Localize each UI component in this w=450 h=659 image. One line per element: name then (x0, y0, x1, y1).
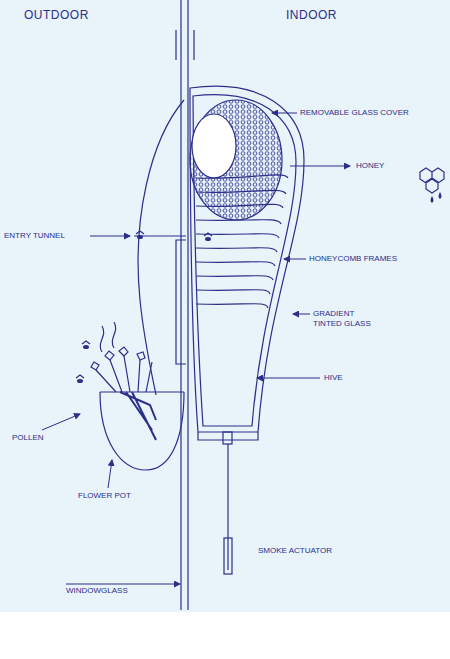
part-label: HIVE (324, 373, 343, 383)
part-label: REMOVABLE GLASS COVER (300, 108, 409, 118)
background (0, 0, 450, 612)
part-label: WINDOWGLASS (66, 586, 128, 596)
part-label: POLLEN (12, 433, 44, 443)
part-label: FLOWER POT (78, 491, 131, 501)
region-label: OUTDOOR (24, 8, 89, 23)
part-label: HONEY (356, 161, 384, 171)
region-label: INDOOR (286, 8, 337, 23)
part-label: HONEYCOMB FRAMES (309, 254, 397, 264)
part-label: GRADIENT TINTED GLASS (313, 309, 375, 329)
part-label: SMOKE ACTUATOR (258, 546, 332, 556)
part-label: ENTRY TUNNEL (4, 231, 65, 241)
